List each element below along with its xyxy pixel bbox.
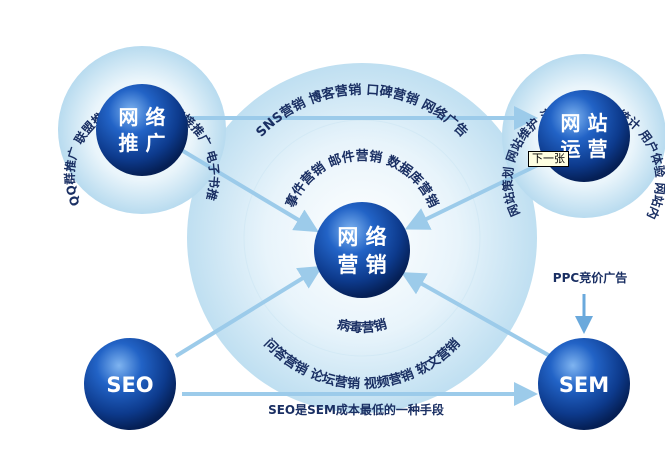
site-operation-node[interactable]: 网 站 运 营 <box>538 90 630 182</box>
center-line2: 营 销 <box>337 253 386 277</box>
site-operation-line1: 网 站 <box>561 111 608 135</box>
arrow-seo-to-center <box>174 265 323 358</box>
center-node[interactable]: 网 络 营 销 <box>314 202 410 298</box>
network-promotion-line2: 推 广 <box>119 131 166 155</box>
seo-label: SEO <box>106 373 153 397</box>
arrow-sem-to-center <box>401 272 551 358</box>
sem-node[interactable]: SEM <box>538 338 630 430</box>
sem-label: SEM <box>559 373 609 397</box>
arrow-promotion-to-center <box>176 146 319 233</box>
seo-sem-note: SEO是SEM成本最低的一种手段 <box>268 402 445 417</box>
methods-inner-bottom-label: 病毒营销 <box>335 316 388 336</box>
network-promotion-line1: 网 络 <box>119 105 166 129</box>
seo-node[interactable]: SEO <box>84 338 176 430</box>
arrow-operation-to-center <box>404 158 549 230</box>
ppc-label: PPC竞价广告 <box>553 270 627 285</box>
network-promotion-node[interactable]: 网 络 推 广 <box>96 84 188 176</box>
next-image-tooltip[interactable]: 下一张 <box>528 151 569 167</box>
center-line1: 网 络 <box>337 225 386 249</box>
